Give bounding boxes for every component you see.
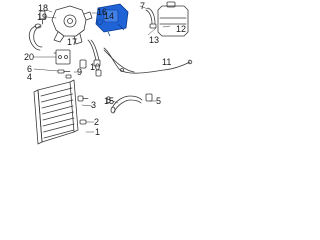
radiator-fittings <box>77 95 89 125</box>
radiator-core <box>33 79 79 145</box>
callout-6: 6 <box>27 64 33 74</box>
callout-16: 16 <box>97 7 108 17</box>
parts-illustration <box>28 1 193 145</box>
callout-18: 18 <box>38 3 49 13</box>
callout-14: 14 <box>104 11 115 21</box>
leader-lines <box>33 5 171 133</box>
callout-17: 17 <box>67 37 78 47</box>
callout-15: 15 <box>104 96 115 106</box>
callout-3: 3 <box>91 100 97 110</box>
callout-20: 20 <box>24 52 35 62</box>
callout-1: 1 <box>95 127 101 137</box>
hose-clamp-top <box>39 10 46 25</box>
callout-10: 10 <box>90 62 101 72</box>
cooler-line <box>103 47 193 74</box>
bolt-pair <box>57 69 72 79</box>
callout-13: 13 <box>149 35 160 45</box>
callout-5: 5 <box>156 96 162 106</box>
callout-12: 12 <box>176 24 187 34</box>
overflow-hose <box>145 7 157 29</box>
callout-8: 8 <box>106 95 112 105</box>
hose-fittings <box>79 39 102 77</box>
highlighted-part-16 <box>95 3 129 37</box>
mounting-bracket <box>53 49 71 65</box>
callout-9: 9 <box>77 67 83 77</box>
coolant-reservoir <box>157 1 189 37</box>
callout-2: 2 <box>94 117 100 127</box>
callout-19: 19 <box>37 12 48 22</box>
thermostat-housing <box>51 5 93 45</box>
callout-4: 4 <box>27 72 33 82</box>
upper-radiator-hose <box>28 23 43 51</box>
callout-7: 7 <box>140 1 146 11</box>
hose-clamp-bottom <box>145 93 153 102</box>
callout-11: 11 <box>162 57 172 67</box>
parts-diagram: 18 19 17 16 14 7 12 13 11 20 6 9 10 3 8 … <box>0 0 200 147</box>
lower-radiator-hose <box>110 95 143 114</box>
